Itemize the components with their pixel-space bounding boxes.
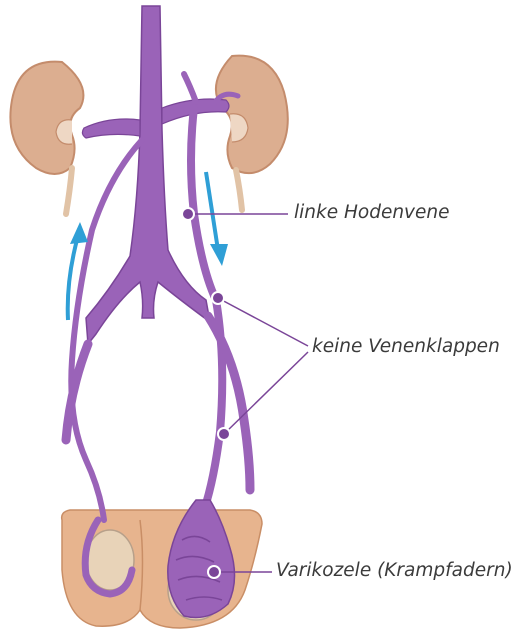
marker-hodenvene	[182, 208, 194, 220]
right-kidney	[10, 62, 83, 174]
marker-varikozele	[208, 566, 220, 578]
left-adrenal-vein	[184, 74, 196, 102]
right-testicular-vein	[71, 140, 142, 520]
left-kidney	[216, 56, 288, 174]
leader-line-venenklappen-upper	[218, 298, 308, 346]
right-renal-vein	[82, 119, 140, 138]
marker-valve-lower	[218, 428, 230, 440]
left-ureter	[236, 170, 242, 210]
upward-flow-arrowhead	[70, 222, 88, 244]
right-ureter	[66, 168, 72, 214]
label-linke-hodenvene: linke Hodenvene	[294, 204, 450, 223]
downward-flow-arrow	[206, 172, 218, 250]
label-keine-venenklappen: keine Venenklappen	[312, 338, 500, 357]
marker-valve-upper	[212, 292, 224, 304]
downward-flow-arrowhead	[210, 244, 228, 266]
label-varikozele: Varikozele (Krampfadern)	[276, 562, 513, 581]
